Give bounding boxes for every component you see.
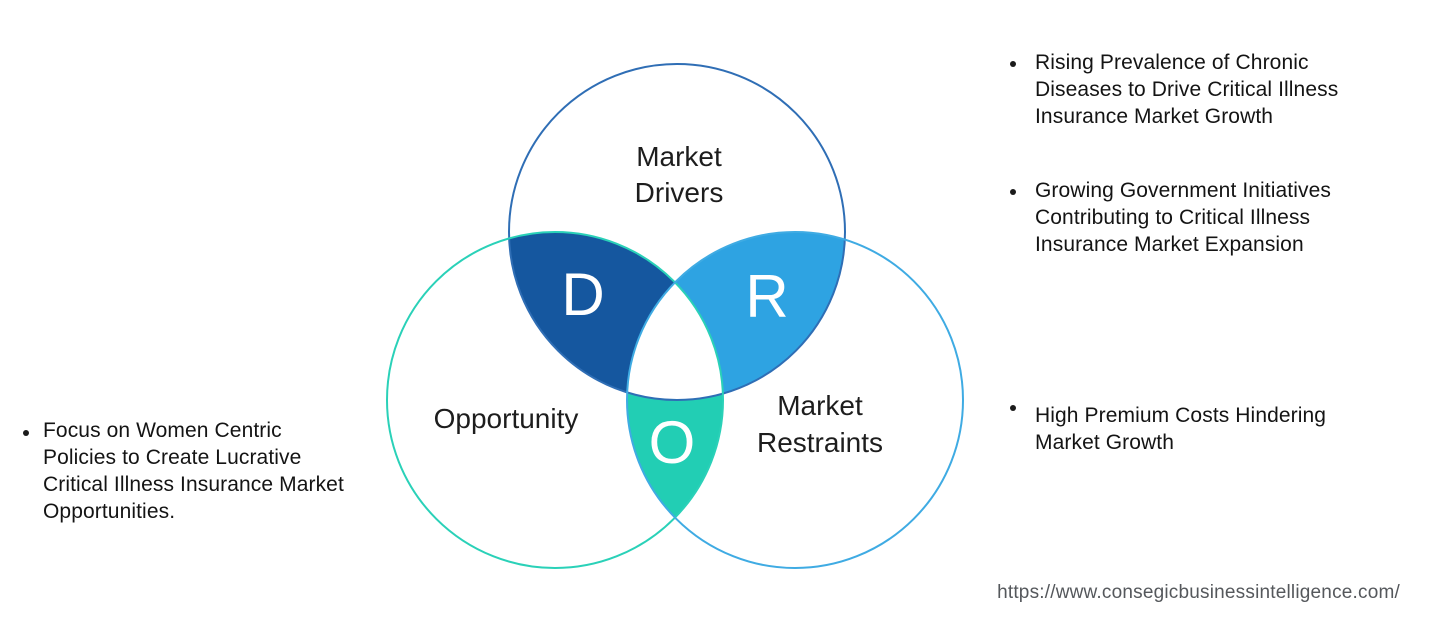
opportunity-note-text: Focus on Women Centric Policies to Creat… [43,419,344,523]
bullet-icon [23,430,29,436]
letter-o: O [649,409,696,476]
restraint-note: High Premium Costs Hindering Market Grow… [1010,402,1410,456]
driver-note-2: Growing Government Initiatives Contribut… [1010,177,1410,258]
driver-note-1: Rising Prevalence of Chronic Diseases to… [1010,49,1410,130]
website-url: https://www.consegicbusinessintelligence… [997,582,1400,603]
bullet-icon [1010,405,1016,411]
drivers-label-line1: Market [636,141,722,172]
opportunity-label: Opportunity [434,403,579,434]
opportunity-circle-outline [386,231,724,569]
restraints-label-line1: Market [777,390,863,421]
letter-r: R [745,263,788,330]
letter-d: D [561,261,604,328]
restraints-circle-outline [626,231,964,569]
restraint-note-text: High Premium Costs Hindering Market Grow… [1035,404,1327,454]
venn-diagram: D R O Market Drivers Opportunity Market … [386,63,964,569]
drivers-opportunity-overlap [509,232,723,400]
bullet-icon [1010,61,1016,67]
opportunity-note: Focus on Women Centric Policies to Creat… [23,417,408,525]
bullet-icon [1010,189,1016,195]
restraints-label-line2: Restraints [757,427,883,458]
drivers-circle-outline [508,63,846,401]
drivers-label-line2: Drivers [635,177,724,208]
driver-note-2-text: Growing Government Initiatives Contribut… [1035,179,1331,256]
driver-note-1-text: Rising Prevalence of Chronic Diseases to… [1035,51,1339,128]
drivers-restraints-overlap [627,232,845,400]
